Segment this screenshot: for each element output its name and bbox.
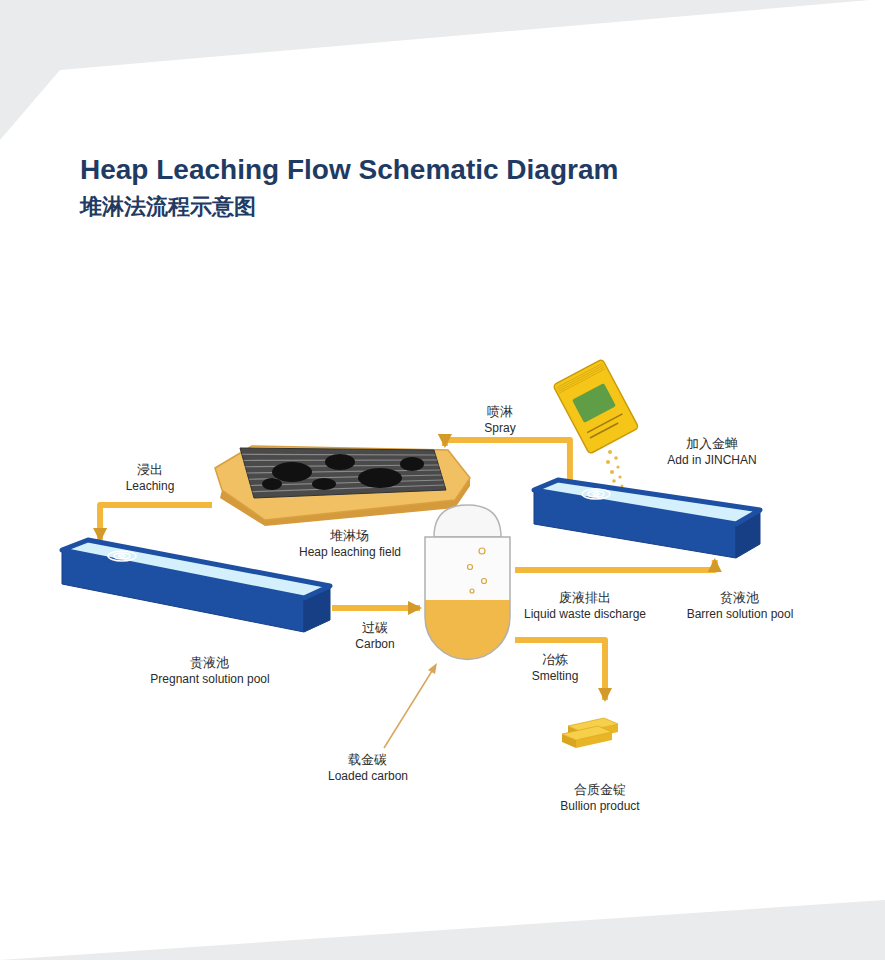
text-line: Spray <box>484 421 515 437</box>
text-line: Carbon <box>355 637 394 653</box>
text-line: 堆淋场 <box>299 528 401 545</box>
ore-lump <box>325 454 355 470</box>
node-label: 堆淋场 Heap leaching field <box>299 528 401 560</box>
node-shape <box>534 480 760 560</box>
text-line: 载金碳 <box>328 752 408 769</box>
node-text: 堆淋场 Heap leaching field <box>299 528 401 560</box>
node-label: 载金碳 Loaded carbon <box>328 752 408 784</box>
node-label: 贫液池 Barren solution pool <box>687 590 794 622</box>
text-line: 喷淋 <box>484 404 515 421</box>
heap-slab <box>215 446 470 520</box>
text-line: Barren solution pool <box>687 607 794 623</box>
bullion: 合质金锭 Bullion product <box>560 700 620 748</box>
ripple <box>582 489 610 499</box>
bag-print <box>590 423 618 438</box>
text-line: 冶炼 <box>532 652 579 669</box>
edge-label: 废液排出 Liquid waste discharge <box>522 590 648 622</box>
pipe-connector <box>515 560 715 570</box>
text-line: Pregnant solution pool <box>150 672 269 688</box>
vessel-outline <box>425 537 510 660</box>
solution-pool: 贫液池 Barren solution pool <box>534 480 760 560</box>
node-text: 合质金锭 Bullion product <box>560 782 639 814</box>
bag-seal <box>558 367 604 391</box>
node-shape <box>212 446 474 522</box>
text-line: Liquid waste discharge <box>524 607 646 623</box>
text-line: 堆淋法流程示意图 <box>80 191 618 223</box>
bubble <box>482 579 487 584</box>
text-line: 贫液池 <box>687 590 794 607</box>
node-shape <box>62 540 332 636</box>
bubble <box>468 565 473 570</box>
ripple <box>114 553 130 559</box>
leader-arrow <box>384 663 437 748</box>
pipe-connector <box>332 605 420 611</box>
bag-seal <box>559 369 605 393</box>
text-line: Heap leaching field <box>299 545 401 561</box>
bag-seal <box>557 365 603 389</box>
pipe-connector <box>100 505 212 540</box>
vessel-body <box>425 537 510 660</box>
bag-body <box>553 359 639 454</box>
bubble <box>470 589 474 593</box>
pouring-grains <box>606 450 624 488</box>
bar-top <box>562 726 612 740</box>
edge-label: 过碳 Carbon <box>353 620 396 652</box>
text-line: 过碳 <box>355 620 394 637</box>
edge-label: 喷淋 Spray <box>482 404 517 436</box>
ore-lump <box>272 462 312 482</box>
bag-seal <box>556 363 602 387</box>
heap-leaching-field: 堆淋场 Heap leaching field <box>212 446 474 522</box>
bubble <box>479 548 485 554</box>
solution-pool: 贵液池 Pregnant solution pool <box>62 540 332 636</box>
jinchan-bag <box>553 359 639 454</box>
diagram-title: Heap Leaching Flow Schematic Diagram 堆淋法… <box>80 150 618 222</box>
node-text: 载金碳 Loaded carbon <box>328 752 408 784</box>
carbon-column: 载金碳 Loaded carbon <box>420 505 515 660</box>
node-text: 贵液池 Pregnant solution pool <box>150 655 269 687</box>
ore-lump <box>358 468 402 488</box>
node-shape <box>420 505 515 660</box>
node-text: 贫液池 Barren solution pool <box>687 590 794 622</box>
pool-water <box>62 540 330 598</box>
reagent-bag: 加入金蝉 Add in JINCHAN <box>548 360 643 455</box>
ripple <box>588 491 604 497</box>
ripple <box>108 551 136 561</box>
text-line: Heap Leaching Flow Schematic Diagram <box>80 150 618 191</box>
vessel-dome <box>434 505 501 537</box>
text-line: 废液排出 <box>524 590 646 607</box>
node-text: 加入金蝉 Add in JINCHAN <box>667 436 756 468</box>
text-line: Bullion product <box>560 799 639 815</box>
bag-label <box>572 383 616 423</box>
text-line: 贵液池 <box>150 655 269 672</box>
pipe-connector <box>515 640 605 700</box>
ore-lump <box>262 478 282 490</box>
edge-label: 冶炼 Smelting <box>530 652 581 684</box>
node-shape <box>548 360 643 455</box>
ore-grid <box>240 448 446 498</box>
text-line: Smelting <box>532 669 579 685</box>
ripple <box>119 555 125 557</box>
node-shape <box>560 700 620 748</box>
text-line: 浸出 <box>126 462 175 479</box>
node-label: 合质金锭 Bullion product <box>560 782 639 814</box>
text-line: Add in JINCHAN <box>667 453 756 469</box>
ore-lump <box>400 457 424 471</box>
text-line: Leaching <box>126 479 175 495</box>
pool-water <box>534 480 760 524</box>
text-line: 合质金锭 <box>560 782 639 799</box>
text-line: Loaded carbon <box>328 769 408 785</box>
ore-lump <box>312 478 336 490</box>
gold-bar <box>562 726 612 748</box>
node-label: 加入金蝉 Add in JINCHAN <box>667 436 756 468</box>
text-line: 加入金蝉 <box>667 436 756 453</box>
ripple <box>593 493 599 495</box>
node-label: 贵液池 Pregnant solution pool <box>150 655 269 687</box>
edge-label: 浸出 Leaching <box>124 462 177 494</box>
loaded-carbon-bed <box>425 600 510 660</box>
